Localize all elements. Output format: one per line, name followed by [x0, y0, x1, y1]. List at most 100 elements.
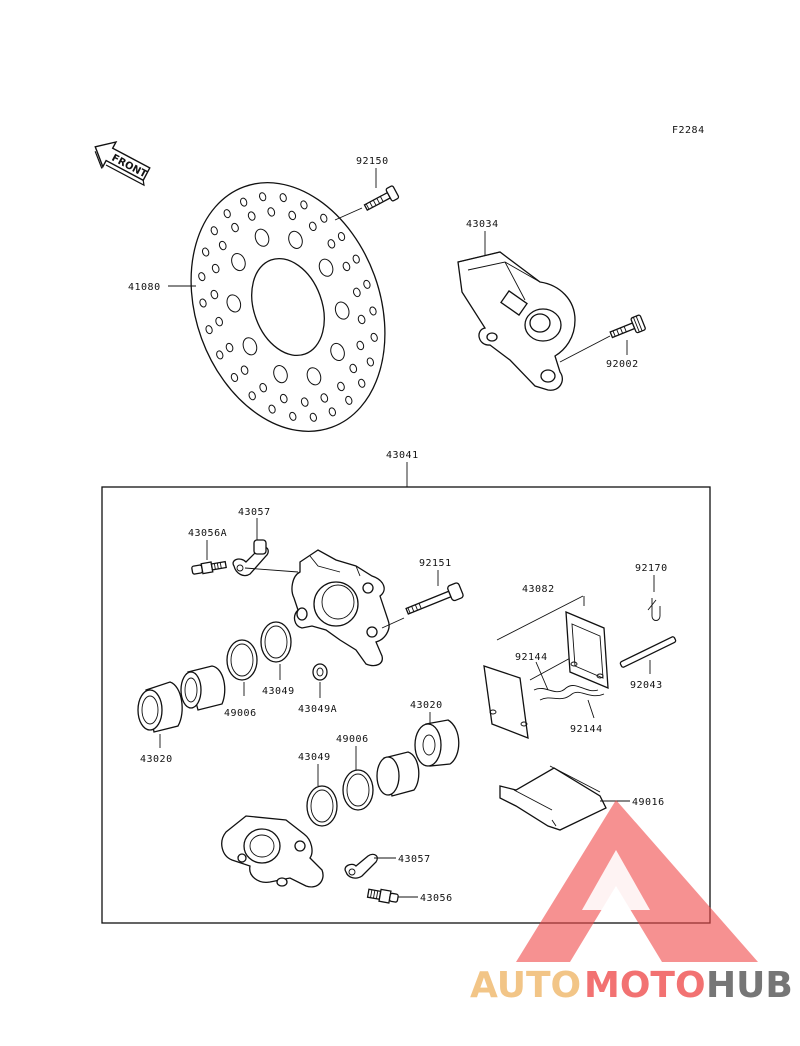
- disc-hole: [230, 372, 239, 382]
- disc-hole: [215, 316, 223, 327]
- leader-92002-a: [559, 335, 611, 363]
- disc-hole: [268, 404, 276, 414]
- disc-hole: [334, 301, 350, 320]
- label-92150: 92150: [356, 156, 389, 167]
- watermark-auto: AUTO: [470, 965, 581, 1006]
- pad-pin-92043: [619, 636, 677, 668]
- disc-hole: [226, 294, 242, 313]
- caliper-assembly-frame: [101, 486, 711, 924]
- piston-43020-left: [137, 681, 183, 733]
- brake-disc: [190, 182, 386, 432]
- dust-seal-49006-lower: [342, 769, 374, 811]
- figure-code: F2284: [672, 125, 705, 136]
- disc-hole: [288, 210, 297, 221]
- disc-hole: [337, 381, 345, 392]
- label-43020-left: 43020: [140, 754, 173, 765]
- leader-43057-b: [244, 567, 299, 573]
- leader-92151-a: [381, 617, 405, 629]
- bleeder-43056: [366, 888, 399, 904]
- disc-hole: [240, 365, 249, 375]
- label-43049a: 43049A: [298, 704, 337, 715]
- disc-hole: [199, 298, 207, 308]
- disc-hole: [267, 207, 276, 217]
- disc-hole: [308, 221, 317, 232]
- pad-spring-plate-49016: [499, 765, 607, 831]
- dust-seal-49006-top: [226, 639, 258, 681]
- caliper-bracket: [457, 251, 576, 391]
- front-arrow-icon: FRONT: [94, 140, 151, 187]
- pad-spring-a: [533, 685, 599, 693]
- label-49006-top: 49006: [224, 708, 257, 719]
- label-49016: 49016: [632, 797, 665, 808]
- disc-hole: [210, 226, 218, 236]
- disc-hole: [248, 391, 256, 401]
- leader-92150: [334, 207, 363, 221]
- disc-hole: [320, 393, 329, 403]
- label-43041: 43041: [386, 450, 419, 461]
- disc-hole: [327, 239, 336, 249]
- disc-hole: [247, 211, 256, 221]
- disc-hole: [225, 342, 234, 353]
- label-43057-lower: 43057: [398, 854, 431, 865]
- label-92170: 92170: [635, 563, 668, 574]
- disc-hole: [353, 287, 361, 298]
- watermark-moto: MOTO: [584, 965, 706, 1006]
- disc-hole: [240, 197, 248, 207]
- disc-hole: [342, 261, 351, 272]
- leader-92144-b: [587, 699, 595, 719]
- brake-pad-rear: [565, 610, 609, 690]
- label-92151: 92151: [419, 558, 452, 569]
- disc-hole: [300, 397, 309, 407]
- disc-hole: [337, 232, 346, 242]
- disc-hole: [242, 337, 258, 356]
- disc-hole: [318, 258, 334, 277]
- label-43020-right: 43020: [410, 700, 443, 711]
- disc-hole: [259, 192, 267, 202]
- label-43056a: 43056A: [188, 528, 227, 539]
- piston-seal-43049-lower: [306, 785, 338, 827]
- label-92144-b: 92144: [570, 724, 603, 735]
- pad-spring-b: [539, 691, 605, 701]
- disc-hole: [309, 412, 317, 422]
- watermark-logo: AUTO MOTO HUB: [470, 800, 793, 1006]
- disc-hole: [352, 254, 360, 264]
- label-43049-top: 43049: [262, 686, 295, 697]
- disc-hole: [223, 209, 231, 219]
- brake-pad-front: [483, 665, 529, 740]
- label-92002: 92002: [606, 359, 639, 370]
- disc-hole: [328, 407, 336, 417]
- disc-hole: [205, 325, 213, 335]
- piston-seal-43049: [260, 621, 292, 663]
- disc-hole: [288, 230, 303, 249]
- label-43057: 43057: [238, 507, 271, 518]
- piston-43020-right: [414, 719, 460, 767]
- disc-hole: [231, 222, 239, 233]
- label-92043: 92043: [630, 680, 663, 691]
- disc-hole: [366, 357, 375, 367]
- disc-hole: [218, 240, 227, 251]
- bleeder-43056a: [191, 560, 227, 575]
- disc-hole: [254, 228, 270, 247]
- disc-hole: [198, 272, 206, 282]
- disc-hole: [349, 363, 358, 374]
- disc-hole: [345, 395, 353, 405]
- disc-hole: [370, 332, 378, 342]
- piston-inner-right: [376, 751, 420, 797]
- disc-hole: [273, 365, 288, 384]
- disc-hole: [279, 193, 287, 203]
- disc-hole: [259, 382, 268, 393]
- label-43049-lower: 43049: [298, 752, 331, 763]
- disc-hole: [358, 378, 366, 388]
- bolt-92150: [363, 185, 400, 212]
- disc-hole: [216, 350, 224, 360]
- disc-hole: [211, 263, 220, 274]
- leader-92144-a: [535, 661, 549, 691]
- disc-hole: [289, 411, 297, 421]
- caliper-body-upper: [291, 549, 390, 667]
- disc-hole: [363, 279, 371, 289]
- disc-hole: [201, 247, 210, 257]
- bolt-92002: [609, 314, 646, 339]
- pin-clip-92170: [647, 598, 661, 621]
- bleeder-cap-43057: [232, 539, 269, 577]
- label-49006-lower: 49006: [336, 734, 369, 745]
